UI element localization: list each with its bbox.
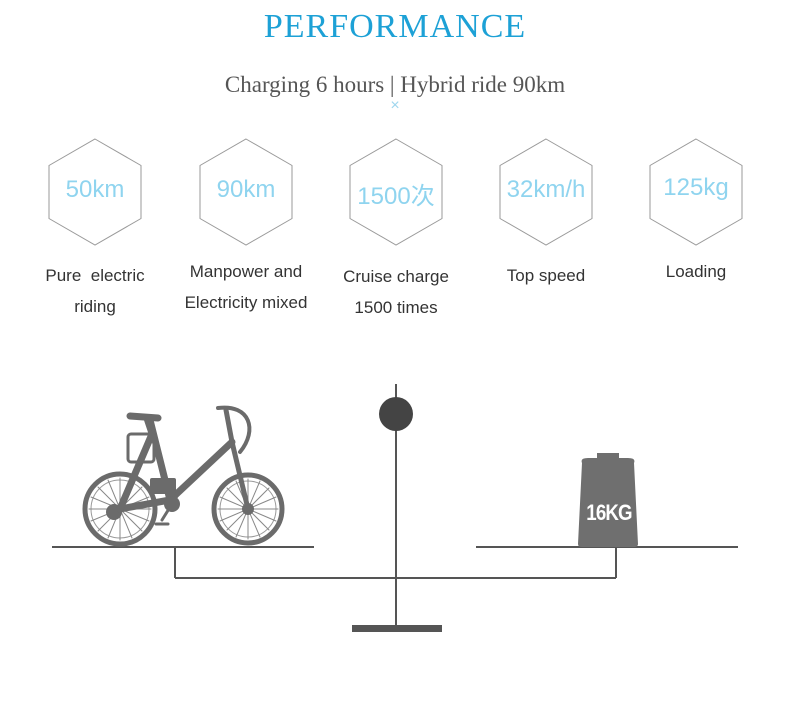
spec-value: 125kg: [663, 174, 729, 201]
spec-item-loading: 125kg Loading: [621, 138, 771, 287]
close-icon[interactable]: ×: [390, 97, 400, 114]
hexagon-icon: 50km: [48, 138, 142, 246]
spec-value: 50km: [65, 176, 125, 203]
hexagon-icon: 1500次: [349, 138, 443, 246]
spec-value: 90km: [216, 176, 276, 203]
spec-value: 32km/h: [506, 176, 586, 203]
spec-value: 1500次: [357, 183, 435, 210]
spec-item-charge-cycles: 1500次 Cruise charge 1500 times: [321, 138, 471, 323]
bicycle-icon: [82, 405, 285, 547]
spec-item-hybrid-range: 90km Manpower and Electricity mixed: [171, 138, 321, 318]
hexagon-icon: 90km: [199, 138, 293, 246]
spec-item-top-speed: 32km/h Top speed: [471, 138, 621, 291]
hexagon-icon: 32km/h: [499, 138, 593, 246]
spec-label: riding: [74, 297, 116, 316]
spec-label: Manpower and: [189, 262, 303, 281]
spec-label: Loading: [665, 262, 727, 281]
spec-label: Top speed: [506, 266, 586, 285]
weight-icon: [578, 453, 638, 547]
weight-label: 16KG: [586, 500, 632, 525]
page-title: PERFORMANCE: [263, 8, 527, 45]
spec-label: Electricity mixed: [184, 293, 308, 312]
spec-label: 1500 times: [354, 298, 438, 317]
page-subtitle: Charging 6 hours | Hybrid ride 90km: [224, 72, 566, 97]
spec-label: Pure electric: [45, 266, 145, 285]
spec-label: Cruise charge: [343, 267, 449, 286]
hexagon-icon: 125kg: [649, 138, 743, 246]
balance-scale-icon: [52, 384, 738, 632]
spec-item-electric-range: 50km Pure electric riding: [20, 138, 170, 322]
